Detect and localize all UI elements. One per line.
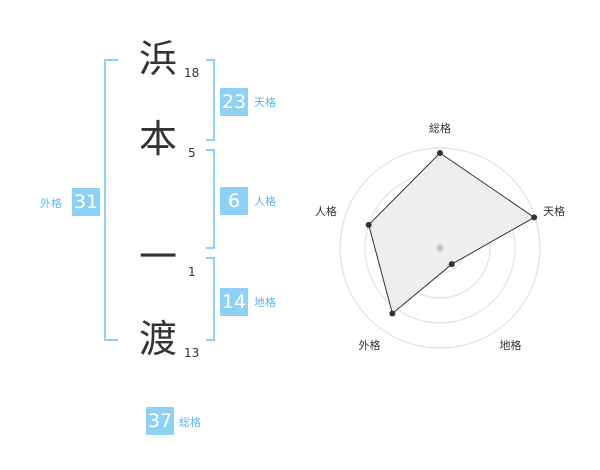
- radar-point: [365, 221, 372, 228]
- name-char-2: 本: [138, 117, 177, 161]
- gaikaku-label: 外格: [40, 197, 62, 210]
- tenkaku-bracket: [206, 59, 215, 141]
- radar-axis-label: 天格: [543, 204, 565, 218]
- radar-point: [531, 214, 538, 221]
- name-char-4: 渡: [138, 317, 177, 361]
- radar-axis-label: 外格: [358, 338, 380, 352]
- stroke-count-3: 1: [188, 265, 196, 279]
- tenkaku-value: 23: [220, 88, 248, 116]
- radar-axis-label: 地格: [500, 338, 522, 352]
- stroke-count-1: 18: [184, 66, 200, 80]
- gaikaku-value: 31: [72, 188, 100, 216]
- radar-point: [448, 261, 455, 268]
- radar-ring: [339, 147, 541, 349]
- radar-area: [368, 152, 536, 315]
- stroke-count-4: 13: [184, 346, 200, 360]
- jinkaku-bracket: [206, 149, 215, 249]
- jinkaku-value: 6: [220, 187, 248, 215]
- name-char-3: 一: [138, 235, 177, 279]
- stroke-count-2: 5: [188, 146, 196, 160]
- radar-axis-label: 人格: [315, 204, 337, 218]
- jinkaku-label: 人格: [254, 195, 276, 208]
- radar-axis-label: 総格: [429, 121, 451, 135]
- soukaku-value: 37: [146, 407, 174, 435]
- radar-point: [389, 310, 396, 317]
- soukaku-label: 総格: [179, 416, 201, 429]
- tenkaku-label: 天格: [254, 96, 276, 109]
- name-char-1: 浜: [138, 37, 177, 81]
- gaikaku-bracket: [104, 59, 118, 341]
- chikaku-label: 地格: [254, 296, 276, 309]
- chikaku-value: 14: [220, 288, 248, 316]
- chikaku-bracket: [206, 257, 215, 341]
- radar-center: [436, 244, 444, 252]
- radar-point: [437, 150, 443, 156]
